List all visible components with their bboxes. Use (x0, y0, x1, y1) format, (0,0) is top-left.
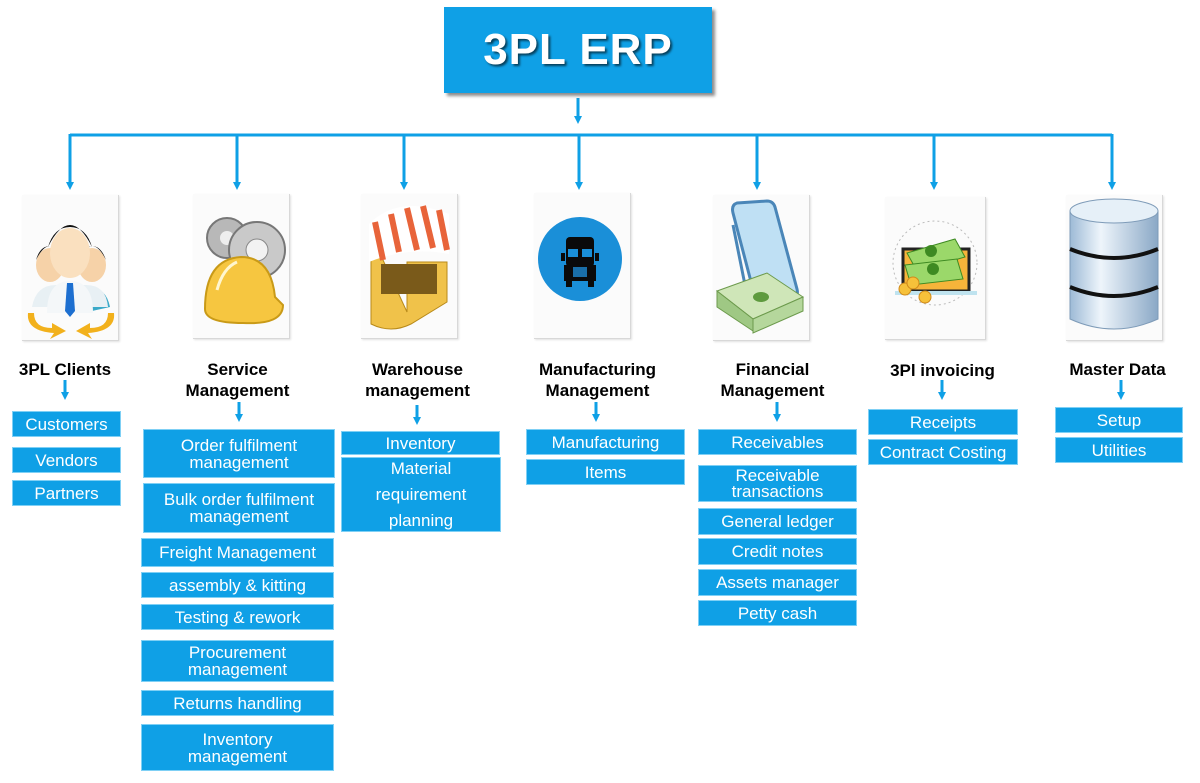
item-assembly-kitting[interactable]: assembly & kitting (141, 572, 334, 598)
column-title-invoicing: 3Pl invoicing (890, 361, 995, 380)
column-title-warehouse: Warehouse management (365, 360, 470, 400)
market-stall-icon (361, 194, 458, 339)
item-order-fulfilment[interactable]: Order fulfilment management (143, 429, 335, 478)
item-partners[interactable]: Partners (12, 480, 121, 506)
item-receivable-transactions[interactable]: Receivable transactions (698, 465, 857, 502)
item-petty-cash[interactable]: Petty cash (698, 600, 857, 626)
item-procurement-management[interactable]: Procurement management (141, 640, 334, 682)
truck-icon (534, 193, 631, 339)
item-receivables[interactable]: Receivables (698, 429, 857, 455)
column-title-master: Master Data (1069, 360, 1166, 379)
item-receipts[interactable]: Receipts (868, 409, 1018, 435)
root-node[interactable]: 3PL ERP (444, 7, 712, 93)
column-title-clients: 3PL Clients (18, 360, 112, 379)
money-stack-icon (713, 195, 810, 341)
item-manufacturing[interactable]: Manufacturing (526, 429, 685, 455)
column-title-service: Service Management (185, 360, 290, 400)
item-material-requirement-planning[interactable]: Material requirement planning (341, 457, 501, 532)
laptop-cash-icon (885, 197, 986, 340)
column-title-manufacturing: Manufacturing Management (538, 360, 657, 400)
people-icon (22, 195, 119, 341)
item-utilities[interactable]: Utilities (1055, 437, 1183, 463)
item-general-ledger[interactable]: General ledger (698, 508, 857, 535)
item-inventory[interactable]: Inventory (341, 431, 500, 455)
item-inventory-management[interactable]: Inventory management (141, 724, 334, 771)
gears-hardhat-icon (193, 194, 290, 339)
item-vendors[interactable]: Vendors (12, 447, 121, 473)
column-title-financial: Financial Management (720, 360, 825, 400)
item-credit-notes[interactable]: Credit notes (698, 538, 857, 565)
item-freight-management[interactable]: Freight Management (141, 538, 334, 567)
item-returns-handling[interactable]: Returns handling (141, 690, 334, 716)
item-bulk-order-fulfilment[interactable]: Bulk order fulfilment management (143, 483, 335, 533)
item-assets-manager[interactable]: Assets manager (698, 569, 857, 596)
root-title: 3PL ERP (483, 25, 673, 74)
database-icon (1066, 195, 1163, 341)
item-contract-costing[interactable]: Contract Costing (868, 439, 1018, 465)
item-customers[interactable]: Customers (12, 411, 121, 437)
item-items[interactable]: Items (526, 459, 685, 485)
item-testing-rework[interactable]: Testing & rework (141, 604, 334, 630)
item-setup[interactable]: Setup (1055, 407, 1183, 433)
